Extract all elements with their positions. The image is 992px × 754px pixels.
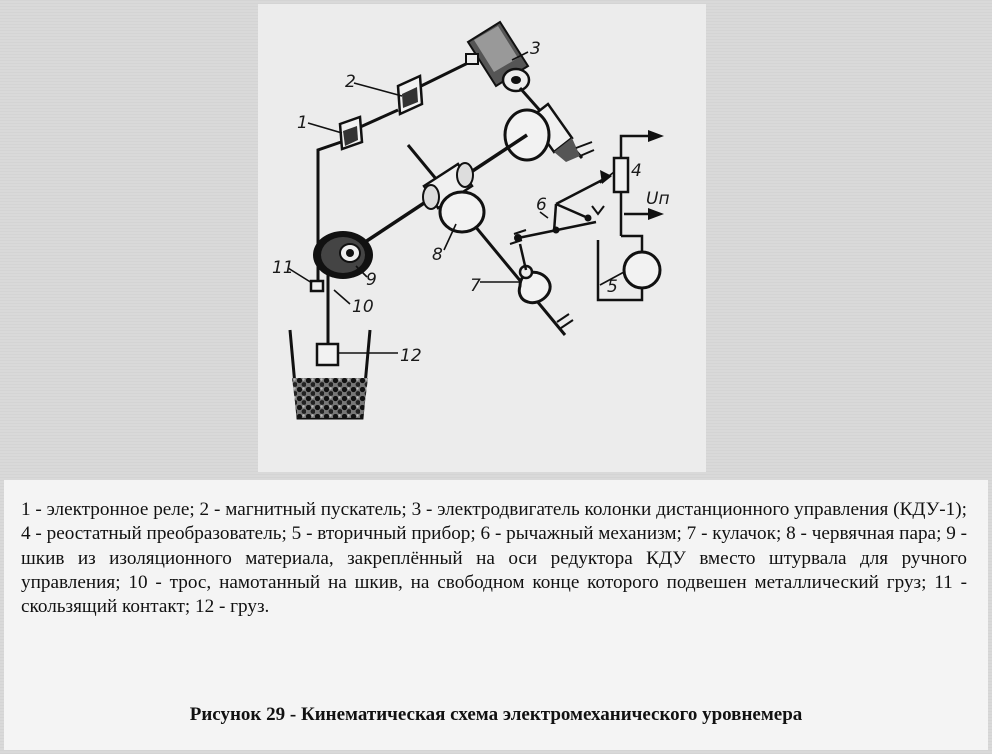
- sliding-contact: [309, 279, 325, 293]
- electric-motor: [465, 20, 531, 93]
- legend-box: 1 - электронное реле; 2 - магнитный пуск…: [4, 480, 988, 750]
- diagram-panel: 1 2 3 4 Uп 6 8 11 9 7 5 10 12: [258, 4, 706, 472]
- label-3: 3: [530, 39, 541, 59]
- label-5: 5: [607, 277, 618, 297]
- label-11: 11: [272, 258, 294, 278]
- secondary-instrument: [622, 250, 662, 290]
- weight: [315, 342, 340, 367]
- kinematic-diagram: 1 2 3 4 Uп 6 8 11 9 7 5 10 12: [272, 20, 670, 420]
- vessel: [288, 329, 372, 420]
- label-4: 4: [631, 161, 642, 181]
- label-9: 9: [366, 270, 377, 290]
- label-2: 2: [345, 72, 356, 92]
- wire-relay-contact: [316, 138, 348, 285]
- worm-gear-disc: [438, 190, 486, 234]
- electronic-relay: [338, 115, 364, 151]
- magnetic-starter: [396, 74, 424, 116]
- worm-shaft: [406, 144, 567, 336]
- rheostat-transducer: [612, 130, 664, 236]
- wire-secondary-instrument: [596, 234, 644, 302]
- legend-text: 1 - электронное реле; 2 - магнитный пуск…: [21, 499, 967, 618]
- lever-mechanism: [509, 170, 612, 271]
- figure-caption: Рисунок 29 - Кинематическая схема электр…: [189, 704, 803, 725]
- cam: [517, 264, 552, 305]
- worm-cylinder: [422, 162, 474, 210]
- label-10: 10: [352, 297, 374, 317]
- label-6: 6: [536, 195, 547, 215]
- label-1: 1: [297, 113, 308, 133]
- label-voltage: Uп: [646, 189, 670, 209]
- wire-relay-starter: [357, 108, 399, 130]
- pulley: [313, 231, 373, 279]
- label-12: 12: [400, 346, 422, 366]
- label-7: 7: [470, 276, 481, 296]
- wire-starter-motor: [416, 58, 475, 90]
- label-8: 8: [432, 245, 443, 265]
